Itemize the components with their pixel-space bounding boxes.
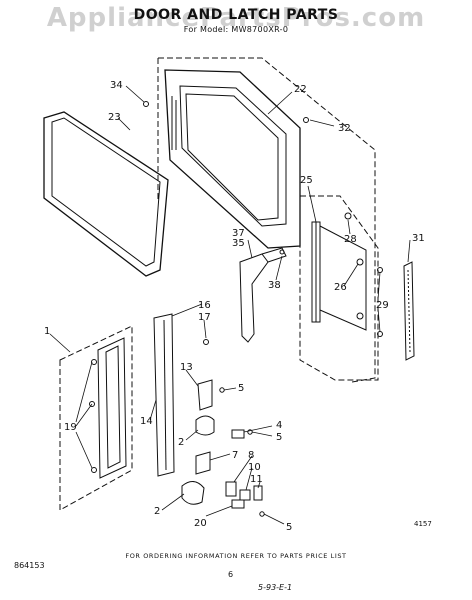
outline-upper-group <box>158 57 376 383</box>
screw-19-a <box>91 359 97 365</box>
callout-25: 25 <box>300 175 313 186</box>
door-panel-23 <box>43 111 169 277</box>
pin-26-bottom <box>356 312 364 320</box>
outline-latch-group <box>59 325 133 511</box>
callout-1: 1 <box>44 326 50 337</box>
callout-31: 31 <box>412 233 425 244</box>
callout-35: 35 <box>232 238 245 249</box>
screw-19-b <box>89 401 95 407</box>
callout-37: 37 <box>232 228 245 239</box>
strip-31 <box>403 261 415 361</box>
actuator-8 <box>225 481 237 497</box>
latch-arm-35 <box>239 247 287 343</box>
screw-5-a <box>219 387 225 393</box>
door-frame-22 <box>164 69 301 249</box>
callout-10: 10 <box>248 462 261 473</box>
callout-5-lower: 5 <box>286 522 292 533</box>
callout-11: 11 <box>250 474 263 485</box>
group-outlines <box>59 57 379 511</box>
spring-38 <box>279 249 285 255</box>
pin-26-top <box>356 258 364 266</box>
callout-4: 4 <box>276 420 282 431</box>
outline-hinge-group <box>299 195 379 381</box>
plate-7 <box>195 451 211 475</box>
callout-28: 28 <box>344 234 357 245</box>
screw-32 <box>303 117 309 123</box>
spring-10 <box>239 489 251 501</box>
latch-bar-16 <box>153 313 175 477</box>
callout-32: 32 <box>338 123 351 134</box>
callout-19: 19 <box>64 422 77 433</box>
cam-2-lower <box>181 481 205 505</box>
page-number: 6 <box>228 570 234 579</box>
latch-small-parts <box>143 101 309 517</box>
hinge-bracket-25 <box>311 212 383 337</box>
cam-2-upper <box>195 415 215 436</box>
callout-17: 17 <box>198 312 211 323</box>
callout-29: 29 <box>376 300 389 311</box>
callout-22: 22 <box>294 84 307 95</box>
document-number: 864153 <box>14 561 45 570</box>
leader-lines <box>49 85 411 525</box>
callout-5-upper: 5 <box>238 383 244 394</box>
callout-13: 13 <box>180 362 193 373</box>
callout-20: 20 <box>194 518 207 529</box>
latch-13 <box>197 379 213 411</box>
revision-signature: 5-93-E-1 <box>258 583 293 592</box>
figure-code: 4157 <box>414 520 432 528</box>
screw-34 <box>143 101 149 107</box>
ordering-note: FOR ORDERING INFORMATION REFER TO PARTS … <box>125 552 347 560</box>
callout-14: 14 <box>140 416 153 427</box>
callout-16: 16 <box>198 300 211 311</box>
callout-23: 23 <box>108 112 121 123</box>
latch-plate-1 <box>89 337 209 479</box>
switch-4 <box>231 429 245 439</box>
callout-26: 26 <box>334 282 347 293</box>
callout-labels: 34 23 22 32 25 28 31 37 35 38 26 29 1 16… <box>44 80 425 533</box>
switch-20 <box>231 499 245 509</box>
model-line: For Model: MW8700XR-0 <box>183 25 289 34</box>
screw-17 <box>203 339 209 345</box>
callout-5-middle: 5 <box>276 432 282 443</box>
callout-2-upper: 2 <box>178 437 184 448</box>
screw-5-c <box>259 511 265 517</box>
callout-7: 7 <box>232 450 238 461</box>
callout-34: 34 <box>110 80 123 91</box>
callout-8: 8 <box>248 450 254 461</box>
switch-11 <box>253 485 263 501</box>
screw-19-c <box>91 467 97 473</box>
watermark: AppliancePartsPros.com <box>46 3 426 33</box>
callout-38: 38 <box>268 280 281 291</box>
callout-2-lower: 2 <box>154 506 160 517</box>
screw-28 <box>344 212 352 220</box>
diagram-title: DOOR AND LATCH PARTS <box>133 7 339 23</box>
